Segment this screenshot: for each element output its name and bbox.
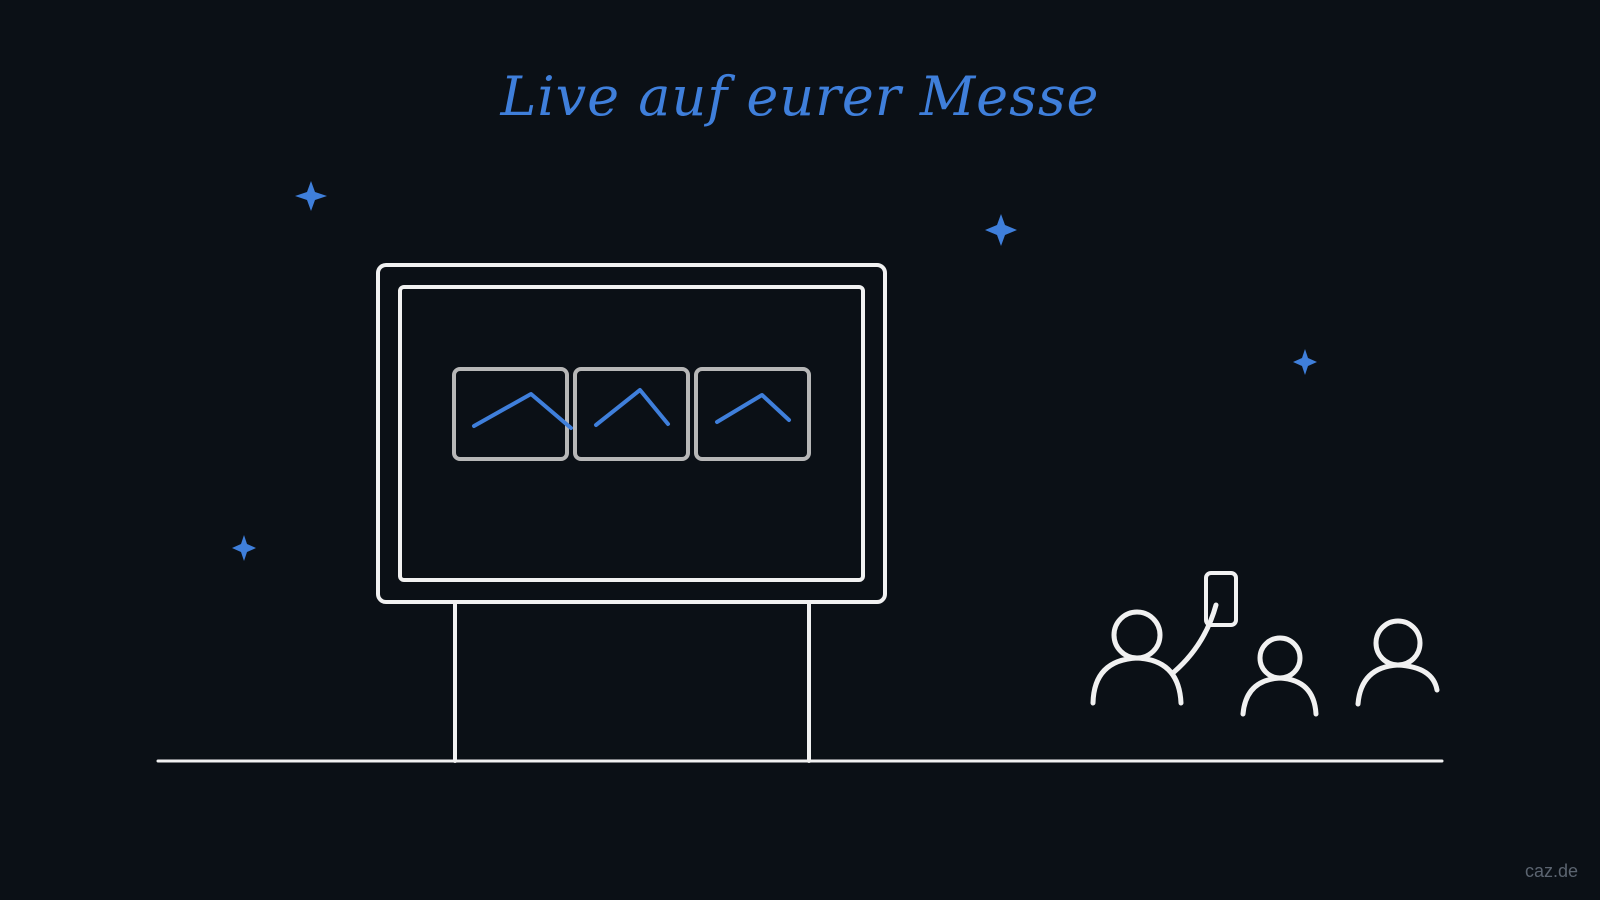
star-icon	[985, 214, 1017, 246]
star-icon	[1293, 349, 1317, 375]
image-tile-1	[452, 367, 569, 461]
smartphone-icon	[1204, 571, 1238, 627]
person-icon-3	[1355, 618, 1440, 707]
star-icon	[295, 181, 327, 211]
image-tile-3	[694, 367, 811, 461]
person-icon-2	[1240, 635, 1319, 717]
screen-tiles	[452, 367, 811, 461]
image-tile-2	[573, 367, 690, 461]
watermark-text: caz.de	[1524, 861, 1578, 881]
page-title: Live auf eurer Messe	[500, 65, 1100, 128]
display-kiosk	[376, 263, 887, 763]
star-icon	[232, 535, 256, 561]
person-icon-1	[1090, 571, 1238, 706]
